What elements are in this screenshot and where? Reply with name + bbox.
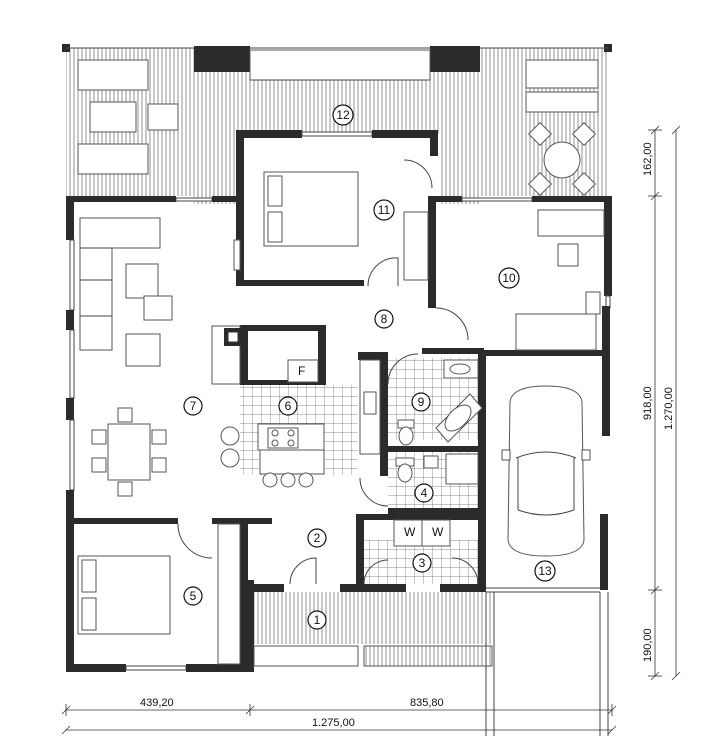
- svg-text:1: 1: [314, 613, 321, 627]
- doors: [177, 159, 479, 585]
- room-marker-3: 3: [412, 553, 432, 573]
- svg-text:2: 2: [314, 531, 321, 545]
- dim-right-bottom: 190,00: [642, 628, 654, 662]
- dim-right-middle: 918,00: [642, 386, 654, 420]
- car-icon: [501, 385, 591, 557]
- svg-text:6: 6: [285, 399, 292, 413]
- dim-right-total: 1.270,00: [663, 387, 675, 430]
- svg-text:9: 9: [418, 395, 425, 409]
- dim-bottom-left: 439,20: [140, 697, 174, 709]
- dimension-labels: 439,20 835,80 1.275,00 162,00 918,00 1.2…: [140, 142, 675, 729]
- room-marker-12: 12: [332, 104, 354, 126]
- fridge-label: F: [298, 364, 305, 378]
- room-markers: 1 2 3 4 5 6 7 8 9 10 11 12 13: [183, 104, 556, 630]
- dryer-label: W: [432, 525, 444, 539]
- dim-bottom-right: 835,80: [410, 697, 444, 709]
- room-marker-1: 1: [307, 610, 327, 630]
- dim-right-top: 162,00: [642, 142, 654, 176]
- room-marker-5: 5: [183, 586, 203, 606]
- room-marker-2: 2: [307, 528, 327, 548]
- walls: [62, 44, 612, 672]
- terrace-outline: [66, 47, 608, 81]
- svg-text:4: 4: [421, 486, 428, 500]
- room-marker-6: 6: [278, 396, 298, 416]
- room-marker-13: 13: [534, 560, 556, 582]
- svg-text:8: 8: [381, 312, 388, 326]
- room-marker-10: 10: [498, 267, 520, 289]
- dim-bottom-total: 1.275,00: [312, 717, 355, 729]
- dimension-lines: [61, 125, 681, 735]
- room-marker-4: 4: [414, 483, 434, 503]
- svg-text:7: 7: [190, 399, 197, 413]
- entrance-deck: [254, 592, 494, 644]
- washer-label: W: [404, 525, 416, 539]
- room-marker-11: 11: [373, 199, 395, 221]
- svg-text:13: 13: [538, 564, 552, 578]
- room-marker-8: 8: [374, 309, 394, 329]
- svg-text:10: 10: [502, 271, 516, 285]
- room-marker-7: 7: [183, 396, 203, 416]
- svg-text:5: 5: [190, 589, 197, 603]
- svg-text:11: 11: [378, 203, 391, 217]
- entrance-steps: [253, 592, 609, 736]
- room-marker-9: 9: [411, 392, 431, 412]
- svg-text:12: 12: [336, 108, 350, 122]
- furniture: F W W: [77, 59, 605, 665]
- svg-text:3: 3: [419, 556, 426, 570]
